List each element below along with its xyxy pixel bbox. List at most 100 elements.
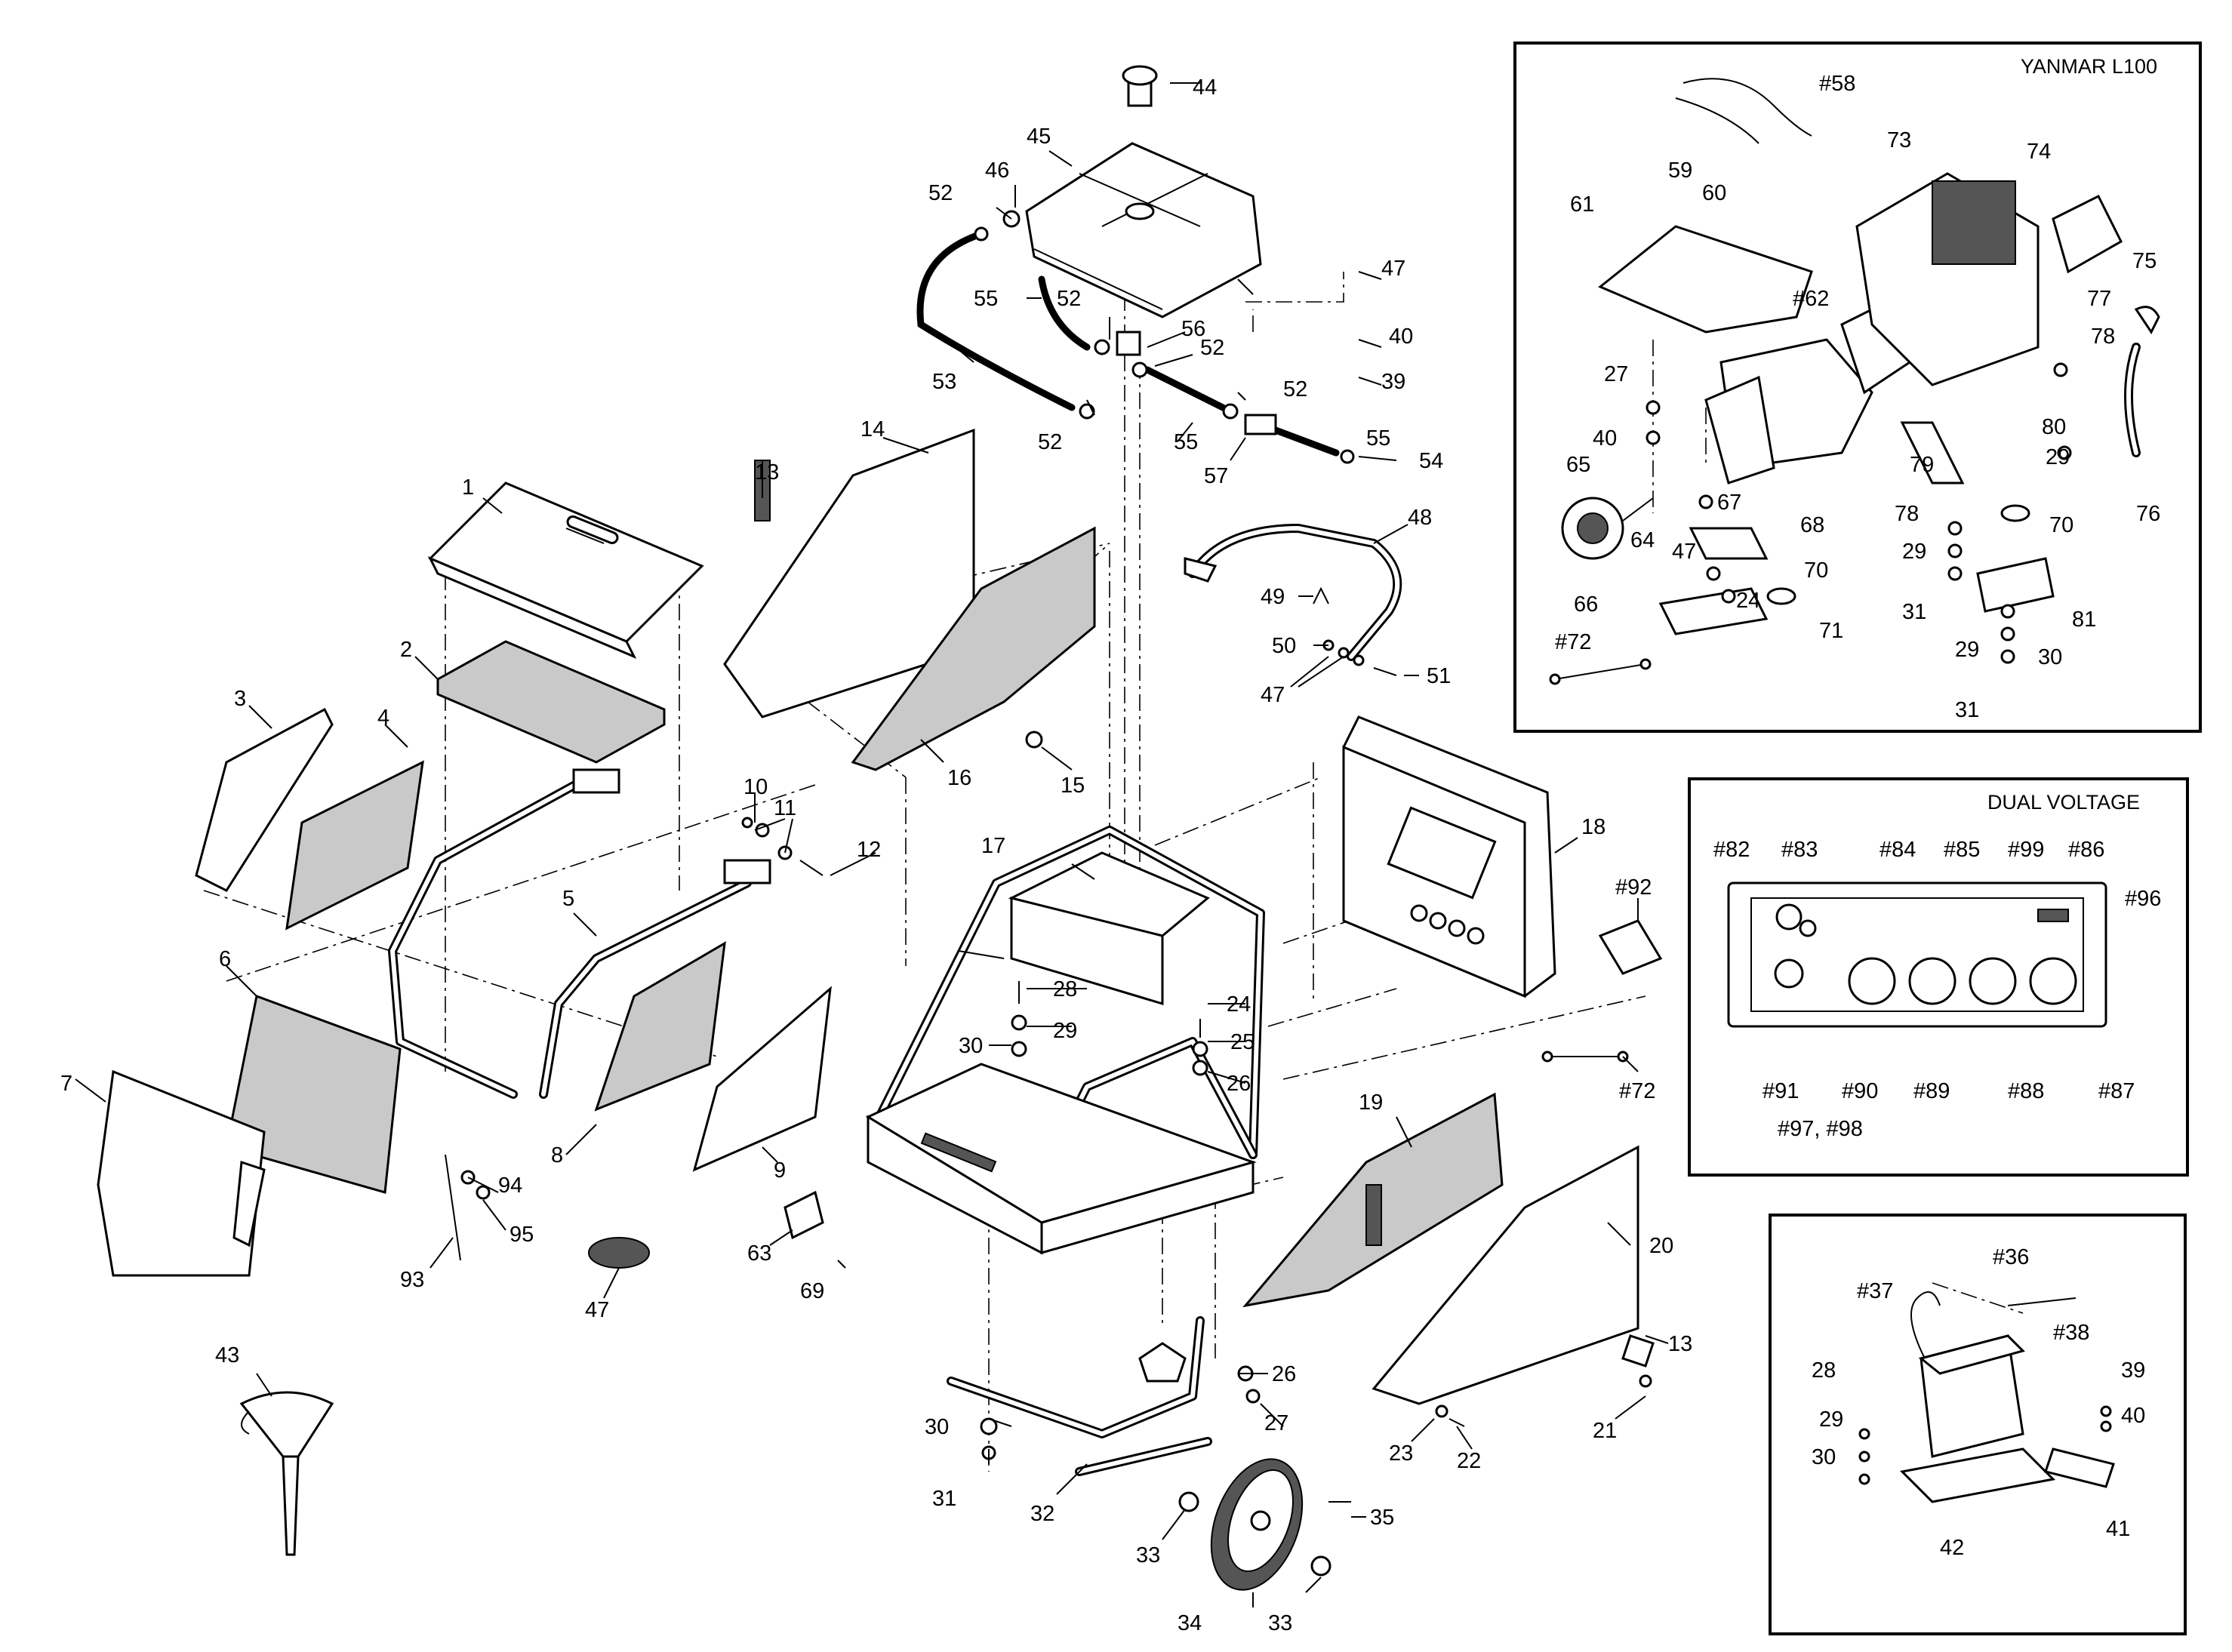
battery-callout-37: #37	[1857, 1279, 1893, 1303]
callout-9: 9	[774, 1158, 786, 1183]
engine-box	[1513, 42, 2202, 733]
funnel	[239, 1391, 334, 1556]
callout-31: 31	[932, 1487, 956, 1511]
callout-69: 69	[800, 1279, 824, 1303]
callout-1: 1	[462, 475, 474, 500]
callout-27: 27	[1264, 1411, 1288, 1435]
small-parts-left	[445, 817, 824, 1269]
wheel	[1178, 1458, 1351, 1591]
callout-20: 20	[1649, 1234, 1673, 1258]
callout-26a: 26	[1227, 1072, 1251, 1096]
callout-14: 14	[860, 417, 885, 441]
callout-47a: 47	[1381, 257, 1405, 281]
callout-33a: 33	[1136, 1543, 1160, 1567]
callout-labels: 1 2 3 4 5 6 7 8 9 10 11 12 13 13 14 15 1…	[60, 75, 1692, 1635]
battery-callout-38: #38	[2053, 1321, 2089, 1345]
callout-63: 63	[747, 1241, 771, 1266]
engine-parts	[1549, 78, 2160, 685]
callout-21: 21	[1593, 1419, 1617, 1443]
battery-callout-40: 40	[2121, 1404, 2145, 1428]
callout-26b: 26	[1272, 1362, 1296, 1386]
battery-callout-39: 39	[2121, 1358, 2145, 1383]
engine-callout-81: 81	[2072, 608, 2096, 632]
fuel-tank	[1025, 65, 1262, 318]
engine-callout-68: 68	[1800, 513, 1824, 537]
engine-callout-77: 77	[2087, 287, 2111, 311]
engine-callout-70b: 70	[2049, 513, 2073, 537]
engine-callout-47: 47	[1672, 540, 1696, 564]
callout-40: 40	[1389, 325, 1413, 349]
battery-callout-29: 29	[1819, 1407, 1843, 1432]
callout-22: 22	[1457, 1449, 1481, 1473]
panel-callout-97-98: #97, #98	[1778, 1117, 1863, 1141]
engine-callout-62: #62	[1793, 287, 1829, 311]
battery-callout-36: #36	[1993, 1245, 2029, 1269]
engine-callout-31a: 31	[1902, 600, 1926, 624]
control-box	[1342, 715, 1556, 998]
callout-53: 53	[932, 370, 956, 394]
engine-callout-79: 79	[1910, 453, 1934, 477]
engine-callout-40: 40	[1593, 426, 1617, 451]
engine-callout-31b: 31	[1955, 698, 1979, 722]
panel-callout-99: #99	[2008, 838, 2044, 862]
callout-39: 39	[1381, 370, 1405, 394]
lift-handle	[388, 768, 771, 1099]
engine-callout-60: 60	[1702, 181, 1726, 205]
engine-callout-29c: 29	[1955, 638, 1979, 662]
engine-callouts: YANMAR L100 #58 59 60 61 #62 73 74 75 77…	[1555, 55, 2160, 722]
callout-46: 46	[985, 158, 1009, 183]
filter-92	[1598, 919, 1663, 975]
battery-callout-42: 42	[1940, 1536, 1964, 1560]
callout-2: 2	[400, 638, 412, 662]
panel-callout-86: #86	[2068, 838, 2104, 862]
callout-16: 16	[947, 766, 971, 790]
side-panel-left	[195, 707, 424, 931]
cable-72	[1541, 1051, 1629, 1063]
panel-callout-89: #89	[1913, 1079, 1950, 1103]
callout-54: 54	[1419, 449, 1443, 473]
callout-93: 93	[400, 1268, 424, 1292]
roof-panel	[427, 481, 704, 659]
callout-95: 95	[510, 1223, 534, 1247]
callout-57: 57	[1204, 464, 1228, 488]
callout-52c: 52	[1200, 336, 1224, 360]
panel-callout-84: #84	[1879, 838, 1916, 862]
callout-17: 17	[981, 834, 1005, 858]
callout-72: #72	[1619, 1079, 1655, 1103]
callout-4: 4	[377, 706, 389, 730]
engine-section-title: YANMAR L100	[2021, 55, 2157, 78]
engine-callout-29b: 29	[1902, 540, 1926, 564]
battery-parts	[1858, 1291, 2115, 1503]
callout-28: 28	[1053, 977, 1077, 1001]
callout-23: 23	[1389, 1441, 1413, 1466]
side-door-lower	[1242, 1092, 1655, 1405]
callout-30a: 30	[959, 1034, 983, 1058]
engine-callout-67: 67	[1717, 491, 1741, 515]
panel-callout-85: #85	[1944, 838, 1980, 862]
engine-callout-27: 27	[1604, 362, 1628, 386]
callout-33b: 33	[1268, 1611, 1292, 1635]
callout-34: 34	[1178, 1611, 1202, 1635]
callout-5: 5	[562, 887, 574, 911]
engine-callout-74: 74	[2027, 140, 2051, 164]
callout-94: 94	[498, 1174, 522, 1198]
fuel-hoses	[916, 210, 1355, 464]
callout-18: 18	[1581, 815, 1606, 839]
callout-51: 51	[1427, 664, 1451, 688]
battery-callout-41: 41	[2106, 1517, 2130, 1541]
callout-52a: 52	[928, 181, 953, 205]
callout-25: 25	[1230, 1030, 1255, 1054]
panel-callout-88: #88	[2008, 1079, 2044, 1103]
leader-lines	[75, 82, 1669, 1607]
callout-11: 11	[774, 796, 796, 820]
engine-callout-78b: 78	[1895, 502, 1919, 526]
frame-bolts	[1011, 981, 1208, 1076]
callout-52d: 52	[1283, 377, 1307, 401]
callout-56: 56	[1181, 317, 1205, 341]
callout-13-lower: 13	[1668, 1332, 1692, 1356]
callout-55b: 55	[1174, 430, 1198, 454]
engine-callout-24: 24	[1736, 589, 1760, 613]
panel-insulation	[436, 640, 666, 764]
callout-3: 3	[234, 687, 246, 711]
